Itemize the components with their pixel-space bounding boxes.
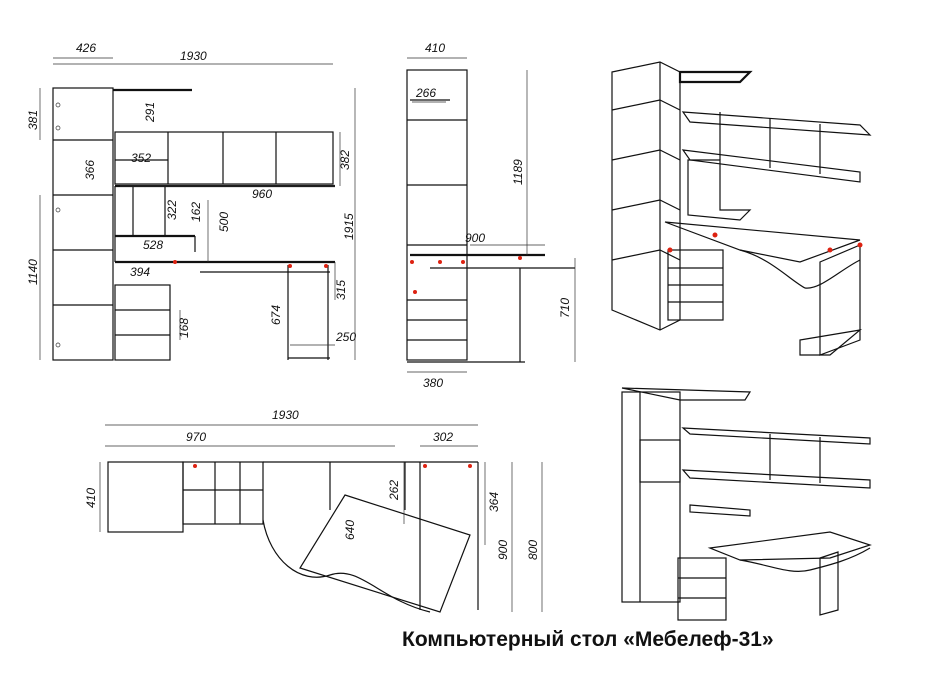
front-dim-381: 381 [26, 110, 40, 130]
plan-dim-640: 640 [343, 520, 357, 540]
front-upper-cabinets [114, 131, 334, 185]
front-dim-322: 322 [165, 200, 179, 220]
front-dim-1140: 1140 [26, 259, 40, 285]
front-drawer-unit [114, 284, 171, 361]
isometric-solid [621, 387, 872, 621]
front-dim-382: 382 [338, 150, 352, 170]
front-dim-674: 674 [269, 305, 283, 325]
plan-dim-302: 302 [433, 430, 453, 444]
side-dim-1189: 1189 [511, 159, 525, 185]
front-dim-500: 500 [217, 212, 231, 232]
side-dim-266: 266 [415, 86, 436, 100]
side-dim-710: 710 [558, 298, 572, 318]
side-dim-380: 380 [423, 376, 443, 390]
plan-dim-262: 262 [387, 480, 401, 501]
front-view: 426 1930 381 291 366 352 382 322 162 960… [26, 41, 356, 361]
front-dim-1915: 1915 [342, 213, 356, 240]
front-dim-315: 315 [334, 280, 348, 300]
isometric-wireframe [611, 61, 872, 356]
front-dim-960: 960 [252, 187, 272, 201]
front-dim-528: 528 [143, 238, 163, 252]
plan-dim-900: 900 [496, 540, 510, 560]
front-dim-426: 426 [76, 41, 96, 55]
front-tall-cabinet [52, 87, 114, 361]
plan-dim-1930: 1930 [272, 408, 299, 422]
side-cabinet [406, 69, 468, 361]
side-dim-410: 410 [425, 41, 445, 55]
caption-title: Компьютерный стол «Мебелеф-31» [402, 628, 774, 651]
front-dim-162: 162 [189, 202, 203, 222]
front-dim-394: 394 [130, 265, 150, 279]
front-dim-366: 366 [83, 160, 97, 180]
side-dim-900: 900 [465, 231, 485, 245]
front-dim-1930: 1930 [180, 49, 207, 63]
front-dim-250: 250 [335, 330, 356, 344]
plan-dim-970: 970 [186, 430, 206, 444]
plan-view: 1930 970 302 410 262 364 640 900 800 [84, 408, 543, 613]
front-dim-352: 352 [131, 151, 151, 165]
front-dim-168: 168 [177, 318, 191, 338]
plan-dim-800: 800 [526, 540, 540, 560]
front-dim-291: 291 [143, 102, 157, 123]
plan-dim-364: 364 [487, 492, 501, 512]
side-view: 410 266 1189 900 710 380 [406, 41, 576, 390]
plan-dim-410: 410 [84, 488, 98, 508]
